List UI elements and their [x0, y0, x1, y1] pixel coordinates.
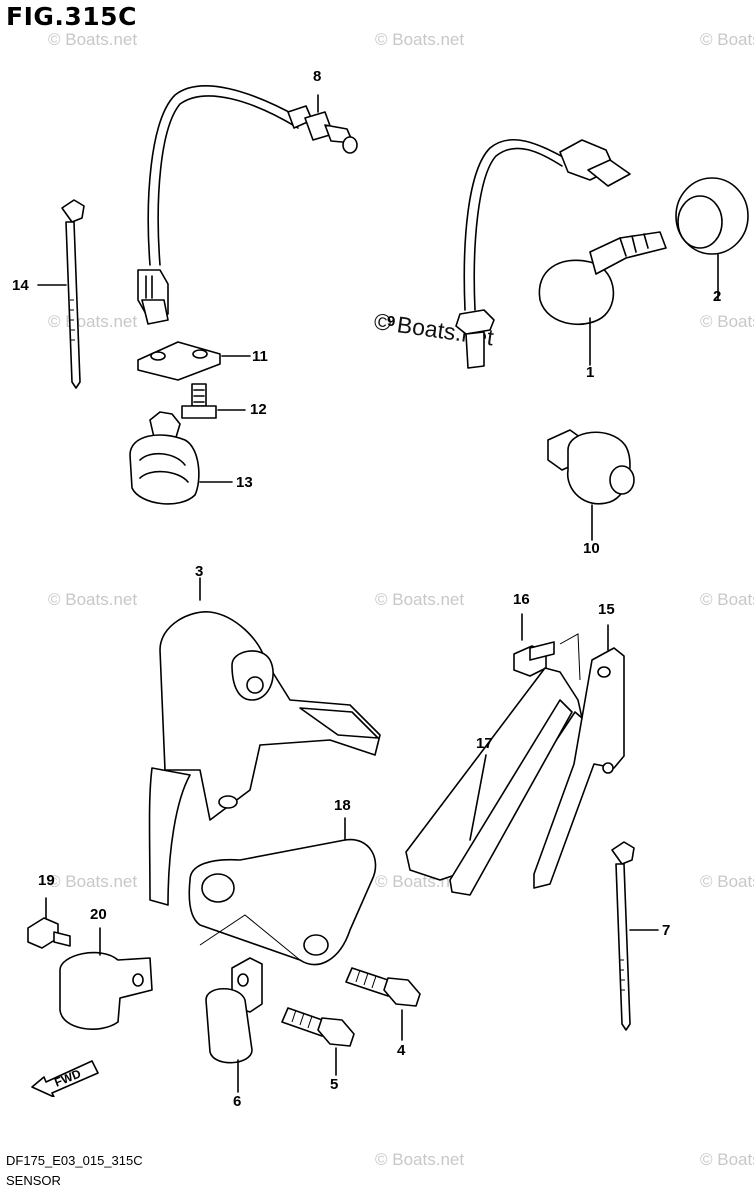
callout-9: 9	[387, 313, 396, 330]
callout-16: 16	[513, 591, 530, 608]
callout-12: 12	[250, 401, 267, 418]
watermark: © Boats.net	[48, 590, 138, 609]
model-code: DF175_E03_015_315C	[6, 1153, 143, 1168]
figure-title: FIG.315C	[6, 2, 137, 31]
watermark: © Boats.net	[700, 872, 754, 891]
watermark: © Boats.net	[700, 312, 754, 331]
callout-19: 19	[38, 872, 55, 889]
callout-15: 15	[598, 601, 615, 618]
forward-arrow-icon: FWD	[31, 1060, 99, 1097]
part-3-sensor-bracket	[148, 577, 381, 906]
part-20-clamp	[59, 927, 153, 1030]
part-4-bolt	[345, 967, 421, 1041]
callout-3: 3	[195, 563, 204, 580]
callout-6: 6	[233, 1093, 242, 1110]
section-name: SENSOR	[6, 1173, 61, 1188]
part-11-plate	[137, 341, 251, 381]
callout-18: 18	[334, 797, 351, 814]
callout-1: 1	[586, 364, 595, 381]
part-14-cable-tie	[37, 199, 85, 389]
callout-20: 20	[90, 906, 107, 923]
part-1-sensor	[538, 231, 667, 366]
part-9-sensor	[455, 138, 631, 369]
watermark: © Boats.net	[375, 1150, 465, 1169]
callout-5: 5	[330, 1076, 339, 1093]
callout-13: 13	[236, 474, 253, 491]
part-17-strap	[405, 667, 583, 896]
part-19-bolt	[27, 897, 71, 949]
callout-14: 14	[12, 277, 29, 294]
watermark: © Boats.net	[375, 590, 465, 609]
part-18-bracket	[188, 817, 377, 966]
callout-7: 7	[662, 922, 671, 939]
callout-2: 2	[713, 288, 722, 305]
watermark: © Boats.net	[700, 590, 754, 609]
part-8-temperature-sensor	[137, 85, 358, 325]
part-16-bolt	[513, 613, 581, 681]
callout-17: 17	[476, 735, 493, 752]
callout-11: 11	[252, 348, 268, 365]
part-5-bolt	[281, 1007, 355, 1076]
callout-4: 4	[397, 1042, 406, 1059]
watermark: © Boats.net	[48, 30, 138, 49]
callout-10: 10	[583, 540, 600, 557]
part-7-cable-tie	[611, 841, 659, 1031]
part-10-knock-sensor	[547, 429, 635, 541]
watermark: © Boats.net	[375, 30, 465, 49]
part-15-bracket	[533, 624, 625, 889]
watermark: © Boats.net	[48, 872, 138, 891]
part-12-bolt	[181, 383, 246, 419]
part-2-grommet	[675, 177, 749, 301]
part-13-clamp	[129, 411, 233, 505]
part-6-clip	[205, 957, 263, 1093]
callout-8: 8	[313, 68, 322, 85]
watermark: © Boats.net	[700, 1150, 754, 1169]
watermark: © Boats.net	[700, 30, 754, 49]
